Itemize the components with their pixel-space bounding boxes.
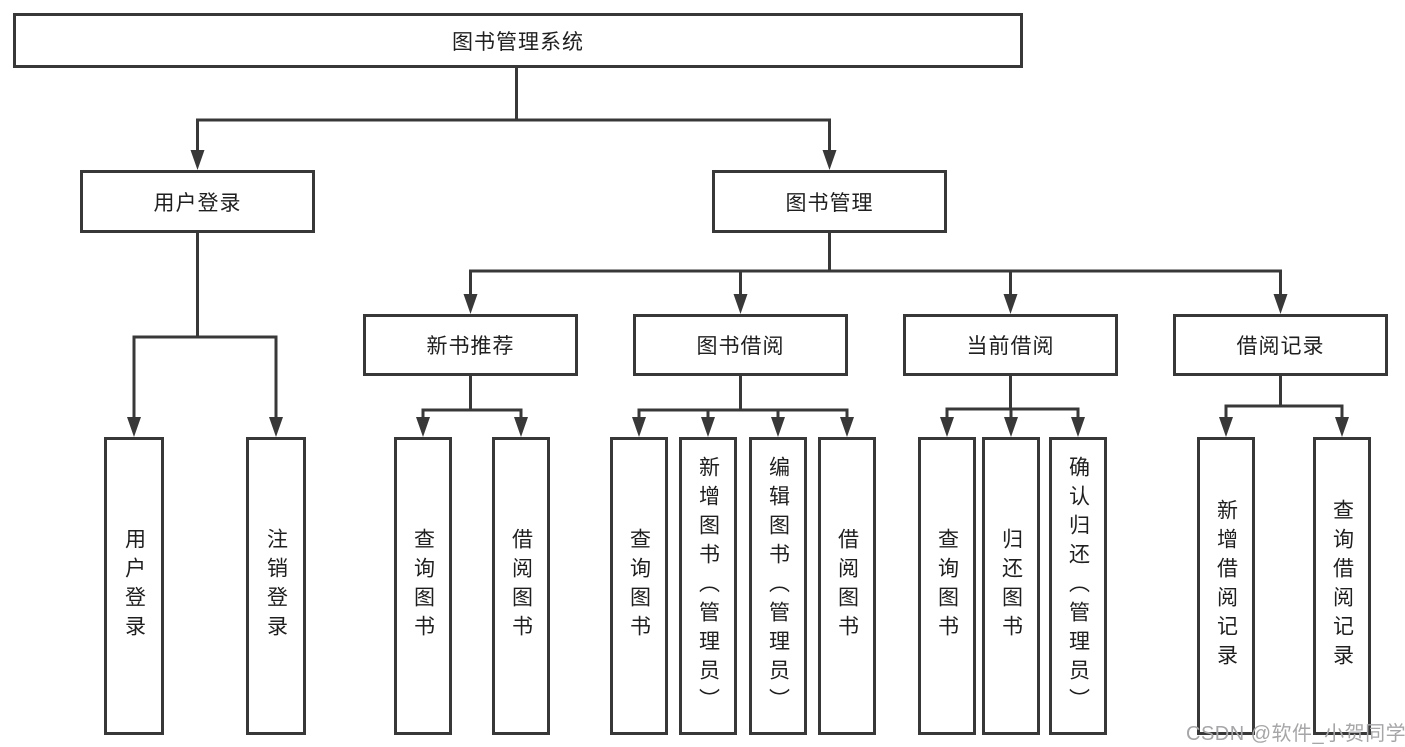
leaf-newbook-query-books: 查询图书 bbox=[394, 437, 452, 735]
node-user-login: 用户登录 bbox=[80, 170, 315, 233]
node-label: 新增借阅记录 bbox=[1214, 499, 1238, 673]
node-label: 借阅记录 bbox=[1236, 335, 1325, 358]
leaf-logout: 注销登录 bbox=[246, 437, 306, 735]
connector-bookmgmt-to-level3 bbox=[469, 233, 1282, 296]
node-label: 确认归还（管理员） bbox=[1066, 455, 1090, 717]
node-label: 图书借阅 bbox=[696, 335, 785, 358]
arrowhead bbox=[1219, 417, 1349, 437]
leaf-current-confirm-return-admin: 确认归还（管理员） bbox=[1049, 437, 1107, 735]
connector-borrow-to-leaves bbox=[637, 376, 849, 420]
node-label: 归还图书 bbox=[999, 528, 1023, 644]
node-label: 借阅图书 bbox=[835, 528, 859, 644]
node-root: 图书管理系统 bbox=[13, 13, 1023, 68]
leaf-user-login: 用户登录 bbox=[104, 437, 164, 735]
node-label: 借阅图书 bbox=[509, 528, 533, 644]
arrowhead bbox=[463, 294, 1288, 314]
connector-current-to-leaves bbox=[945, 376, 1080, 420]
connector-newbook-to-leaves bbox=[421, 376, 523, 420]
node-book-management: 图书管理 bbox=[712, 170, 947, 233]
node-new-book-recommend: 新书推荐 bbox=[363, 314, 578, 376]
connector-records-to-leaves bbox=[1224, 376, 1344, 420]
leaf-borrowing-query-books: 查询图书 bbox=[610, 437, 668, 735]
node-current-borrowing: 当前借阅 bbox=[903, 314, 1118, 376]
node-label: 注销登录 bbox=[264, 528, 288, 644]
arrowhead bbox=[940, 417, 1085, 437]
node-label: 用户登录 bbox=[153, 191, 242, 215]
connector-root-to-level2 bbox=[196, 68, 831, 152]
leaf-borrowing-edit-books-admin: 编辑图书（管理员） bbox=[749, 437, 807, 735]
leaf-newbook-borrow-books: 借阅图书 bbox=[492, 437, 550, 735]
node-label: 用户登录 bbox=[122, 528, 146, 644]
node-label: 图书管理系统 bbox=[452, 30, 584, 54]
leaf-current-return-books: 归还图书 bbox=[982, 437, 1040, 735]
arrowhead bbox=[190, 150, 837, 170]
arrowhead bbox=[127, 417, 283, 437]
node-label: 查询图书 bbox=[935, 528, 959, 644]
leaf-borrowing-borrow-books: 借阅图书 bbox=[818, 437, 876, 735]
leaf-records-add-record: 新增借阅记录 bbox=[1197, 437, 1255, 735]
node-label: 查询图书 bbox=[411, 528, 435, 644]
leaf-borrowing-add-books-admin: 新增图书（管理员） bbox=[679, 437, 737, 735]
node-label: 编辑图书（管理员） bbox=[766, 455, 790, 717]
node-label: 当前借阅 bbox=[966, 335, 1055, 358]
csdn-watermark: CSDN @软件_小贺同学 bbox=[1186, 723, 1405, 745]
leaf-current-query-books: 查询图书 bbox=[918, 437, 976, 735]
connector-userlogin-to-leaves bbox=[132, 233, 278, 420]
node-label: 图书管理 bbox=[785, 191, 874, 215]
node-label: 查询借阅记录 bbox=[1330, 499, 1354, 673]
arrowhead bbox=[632, 417, 854, 437]
node-label: 查询图书 bbox=[627, 528, 651, 644]
node-label: 新增图书（管理员） bbox=[696, 455, 720, 717]
leaf-records-query-record: 查询借阅记录 bbox=[1313, 437, 1371, 735]
node-label: 新书推荐 bbox=[426, 335, 515, 358]
node-borrowing-records: 借阅记录 bbox=[1173, 314, 1388, 376]
arrowhead bbox=[416, 417, 528, 437]
node-book-borrowing: 图书借阅 bbox=[633, 314, 848, 376]
